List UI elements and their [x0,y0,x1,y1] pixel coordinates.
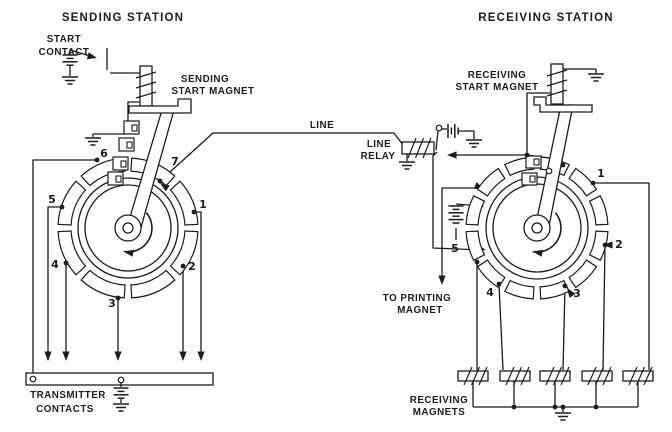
circuit-symbols [25,54,654,421]
receiving-distributor [465,96,609,300]
line-label: LINE [310,120,334,131]
transmitter-contacts-label-line2: CONTACTS [36,404,94,415]
segment-number-receiving-5: 5 [451,242,459,255]
line-relay-label-line1: LINE [367,139,391,150]
connection-marks [59,152,613,410]
segment-number-receiving-3: 3 [573,287,581,300]
line-relay-label-line2: RELAY [361,151,396,162]
sending-distributor [57,98,199,299]
segment-number-sending-1: 1 [199,198,207,211]
segment-number-sending-6: 6 [100,147,108,160]
segment-number-receiving-4: 4 [486,286,494,299]
segment-number-sending-3: 3 [108,297,116,310]
segment-number-receiving-2: 2 [615,238,623,251]
receiving-station-title: RECEIVING STATION [478,12,614,24]
start-contact-label-line2: CONTACT [39,47,90,58]
segment-number-sending-7: 7 [171,155,179,168]
receiving-start-magnet-label-line2: START MAGNET [455,82,538,93]
segment-number-sending-5: 5 [48,193,56,206]
start-contact-label-line1: START [47,34,81,45]
to-printing-magnet-label-line1: TO PRINTING [383,293,451,304]
sending-start-magnet-label-line2: START MAGNET [171,86,254,97]
receiving-magnets-label-line2: MAGNETS [413,407,466,418]
sending-station-title: SENDING STATION [62,12,184,24]
segment-number-sending-2: 2 [188,260,196,273]
transmitter-contacts-label-line1: TRANSMITTER [30,390,106,401]
receiving-start-magnet-label-line1: RECEIVING [468,70,526,81]
labels: SENDING STATION RECEIVING STATION START … [30,12,623,418]
receiving-magnets-label-line1: RECEIVING [410,395,468,406]
sending-start-magnet-label-line1: SENDING [181,74,229,85]
segment-number-receiving-1: 1 [597,167,605,180]
segment-number-sending-4: 4 [51,258,59,271]
to-printing-magnet-label-line2: MAGNET [397,305,442,316]
